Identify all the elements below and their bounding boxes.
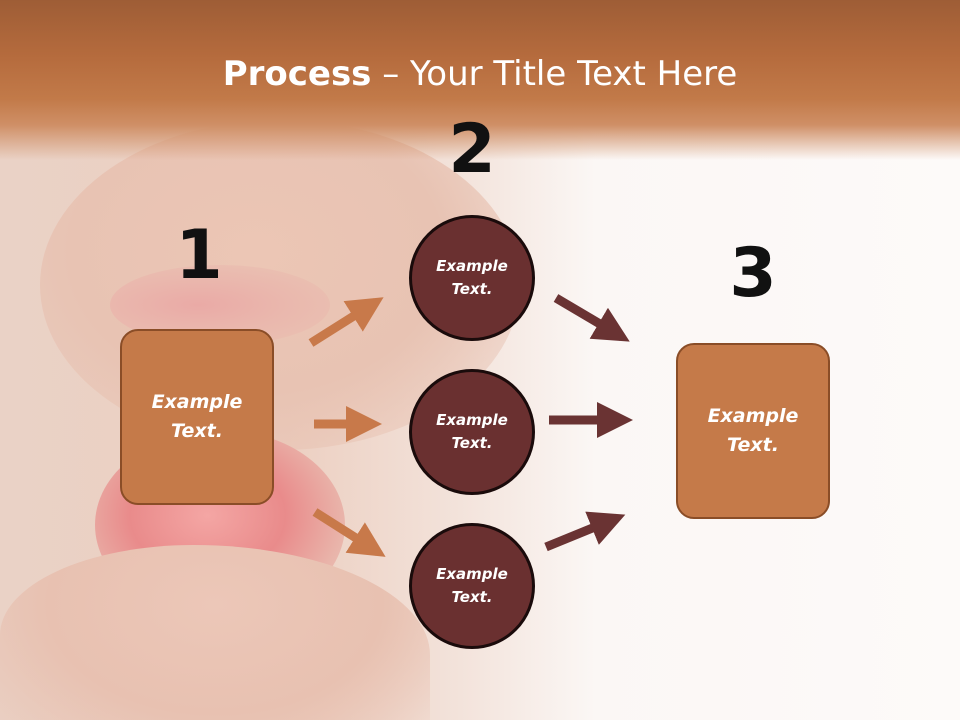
left-box: Example Text. — [120, 329, 274, 505]
circle-top-line2: Text. — [451, 280, 493, 298]
circle-top: Example Text. — [409, 215, 535, 341]
header-band — [0, 0, 960, 160]
step-number-3: 3 — [729, 234, 777, 313]
arrow-left-to-bottom — [312, 508, 386, 557]
left-box-line2: Text. — [171, 420, 223, 442]
slide-title: Process – Your Title Text Here — [0, 52, 960, 96]
arrow-left-to-top — [308, 297, 384, 347]
right-box: Example Text. — [676, 343, 830, 519]
circle-top-line1: Example — [436, 257, 508, 275]
step-number-1: 1 — [175, 216, 223, 295]
left-box-line1: Example — [151, 391, 243, 413]
circle-bottom-line2: Text. — [451, 588, 493, 606]
step-number-2: 2 — [448, 110, 496, 189]
circle-middle: Example Text. — [409, 369, 535, 495]
circle-bottom: Example Text. — [409, 523, 535, 649]
arrow-bottom-to-right — [544, 511, 626, 552]
circle-middle-line1: Example — [436, 411, 508, 429]
title-bold: Process — [222, 54, 372, 94]
title-rest: – Your Title Text Here — [371, 54, 738, 94]
arrow-top-to-right — [553, 294, 630, 342]
circle-middle-line2: Text. — [451, 434, 493, 452]
right-box-line2: Text. — [727, 434, 779, 456]
circle-bottom-line1: Example — [436, 565, 508, 583]
right-box-line1: Example — [707, 405, 799, 427]
